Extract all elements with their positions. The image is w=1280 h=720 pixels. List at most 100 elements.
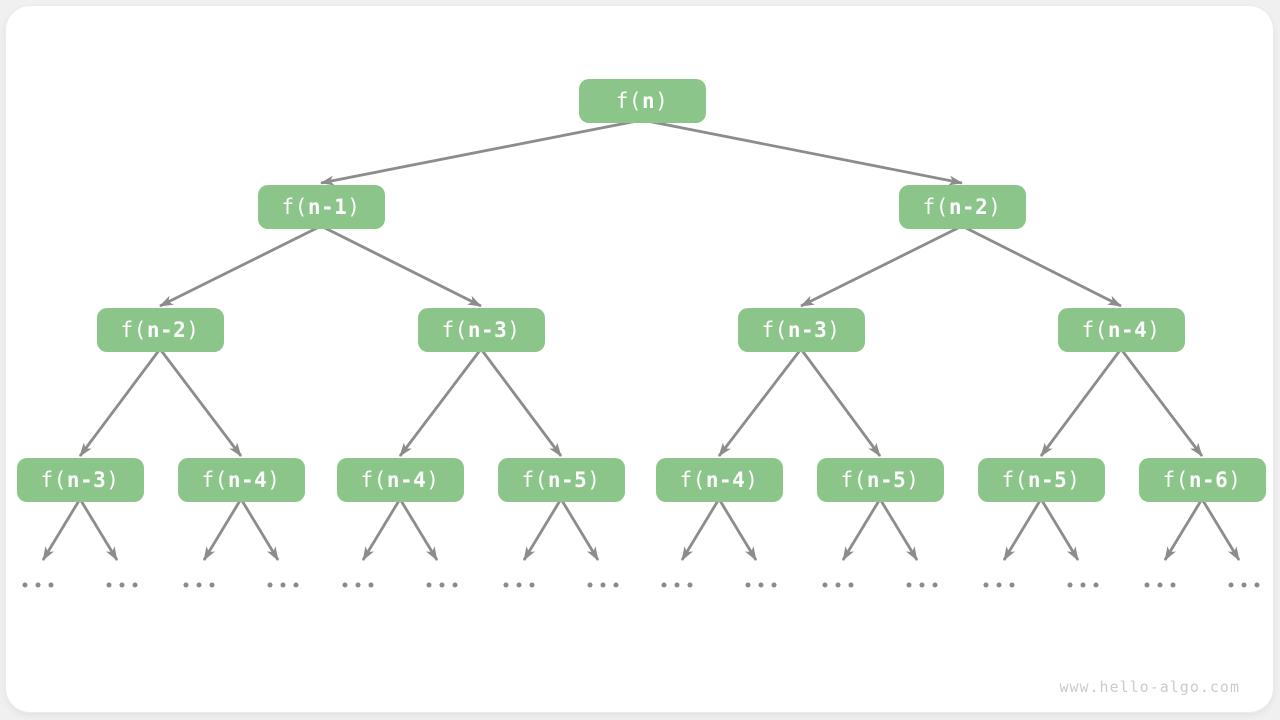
leaf-ellipsis [503,582,535,588]
tree-node: f(n-3) [737,308,865,352]
edge-arrow [1002,498,1043,561]
node-label-bold: n-4 [705,468,746,492]
edge-arrow [41,498,82,561]
edge-group [41,118,1241,561]
edge-arrow [799,348,882,457]
leaf-ellipsis [267,582,299,588]
leaf-ellipsis [342,582,374,588]
ellipsis-dot [503,582,509,588]
node-label-pre: f( [1001,468,1028,492]
node-label-post: ) [1147,318,1161,342]
ellipsis-dot [906,582,912,588]
edge-arrow [158,348,243,457]
node-label-post: ) [347,195,361,219]
ellipsis-dot [516,582,522,588]
node-label-bold: n-1 [307,195,348,219]
ellipsis-dot [1067,582,1073,588]
edge-arrow [202,498,243,561]
ellipsis-dot [293,582,299,588]
edge-arrow [78,348,162,457]
tree-node: f(n-3) [16,458,144,502]
leaf-ellipsis [661,582,693,588]
node-label-pre: f( [679,468,706,492]
leaf-ellipsis [587,582,619,588]
edge-arrow [361,498,402,561]
edge-arrow [717,348,803,457]
ellipsis-dot [342,582,348,588]
ellipsis-dot [267,582,273,588]
edge-arrow [559,498,600,561]
node-label-bold: n-2 [948,195,989,219]
edge-arrow [398,348,483,457]
node-label-post: ) [988,195,1002,219]
ellipsis-dot [35,582,41,588]
node-label-bold: n-4 [227,468,268,492]
node-label-pre: f( [441,318,468,342]
node-label-bold: n-2 [146,318,187,342]
node-label-pre: f( [281,195,308,219]
ellipsis-dot [196,582,202,588]
ellipsis-dot [1170,582,1176,588]
ellipsis-dot [613,582,619,588]
node-label-pre: f( [922,195,949,219]
ellipsis-dot [758,582,764,588]
ellipsis-dot [119,582,125,588]
node-label-post: ) [906,468,920,492]
edge-arrow [78,498,119,561]
ellipsis-dot [1144,582,1150,588]
edge-arrow [320,118,643,186]
leaf-ellipsis [1067,582,1099,588]
edge-arrow [398,498,439,561]
ellipsis-dot [22,582,28,588]
edge-arrow [1039,498,1080,561]
node-label-post: ) [655,89,669,113]
edge-arrow [1119,348,1204,457]
ellipsis-dot [745,582,751,588]
edge-arrow [479,348,563,457]
edge-arrow [800,224,963,308]
node-label-post: ) [186,318,200,342]
ellipsis-dot [848,582,854,588]
ellipsis-dot [1157,582,1163,588]
node-label-pre: f( [120,318,147,342]
node-label-pre: f( [840,468,867,492]
node-label-post: ) [827,318,841,342]
ellipsis-dot [661,582,667,588]
node-label-bold: n-5 [547,468,588,492]
tree-node: f(n-3) [417,308,545,352]
node-label-bold: n-3 [787,318,828,342]
ellipsis-dot [1009,582,1015,588]
node-label-pre: f( [1162,468,1189,492]
node-label-pre: f( [615,89,642,113]
leaf-ellipsis [906,582,938,588]
ellipsis-dot [919,582,925,588]
tree-node: f(n-5) [816,458,944,502]
ellipsis-dot [452,582,458,588]
ellipsis-dot [674,582,680,588]
node-label-post: ) [426,468,440,492]
node-label-pre: f( [201,468,228,492]
edge-arrow [717,498,758,561]
edge-arrow [961,224,1122,308]
edge-arrow [841,498,882,561]
ellipsis-dot [1241,582,1247,588]
node-label-pre: f( [761,318,788,342]
node-label-post: ) [106,468,120,492]
ellipsis-dot [368,582,374,588]
leaf-ellipsis [822,582,854,588]
ellipsis-dot [106,582,112,588]
edge-arrow [320,224,482,308]
node-label-pre: f( [521,468,548,492]
node-label-bold: n-3 [467,318,508,342]
tree-node: f(n-4) [177,458,305,502]
ellipsis-dot [1080,582,1086,588]
edge-arrow [1039,348,1123,457]
edge-arrow [239,498,280,561]
ellipsis-dot [48,582,54,588]
node-label-post: ) [267,468,281,492]
leaf-ellipsis [106,582,138,588]
ellipsis-dot [426,582,432,588]
ellipsis-dot [687,582,693,588]
ellipsis-dot [771,582,777,588]
